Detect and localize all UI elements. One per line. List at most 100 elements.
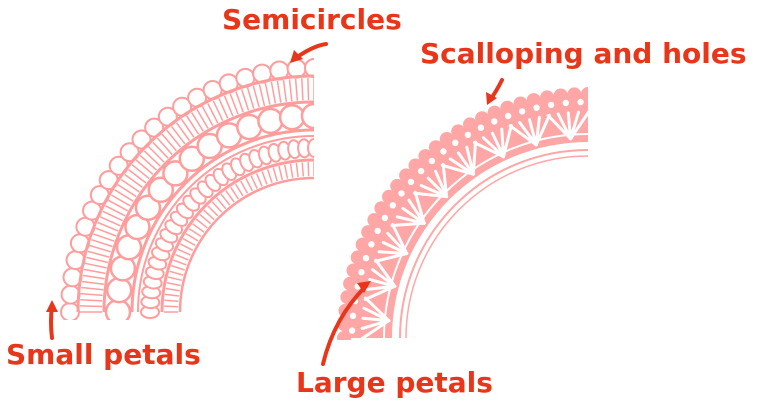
hatch-line (245, 177, 253, 192)
scallop (390, 178, 405, 193)
hatch-line (185, 232, 199, 242)
hatch-line (276, 80, 282, 103)
semicircle (131, 129, 152, 150)
hatch-line (175, 253, 189, 261)
hatch-line (272, 167, 278, 182)
hole (417, 167, 425, 175)
hatch-line (278, 165, 284, 180)
hole (389, 202, 396, 209)
hatch-line (301, 162, 305, 177)
scallop (355, 237, 370, 252)
scallop-cell (278, 103, 306, 131)
hatch-line (108, 199, 129, 212)
arrow-large-petals (321, 281, 371, 366)
scallop-cell (104, 298, 132, 320)
hatch-line (264, 82, 271, 105)
hatch-line (282, 79, 288, 102)
hatch-line (164, 305, 179, 308)
hole (381, 214, 389, 222)
hatch-line (117, 183, 137, 198)
hatch-line (212, 100, 224, 122)
hatch-line (89, 244, 111, 253)
hole (374, 227, 381, 235)
hole (562, 99, 569, 107)
arrow-icon (486, 92, 497, 105)
label-semicircles: Semicircles (222, 3, 402, 36)
hatch-line (80, 299, 103, 302)
hatch-line (84, 262, 107, 269)
hatch-line (240, 89, 250, 111)
hatch-line (289, 163, 294, 178)
arrow-icon (290, 50, 303, 63)
lace-ring (76, 74, 314, 313)
scallop (500, 100, 515, 115)
hatch-line (192, 223, 205, 233)
hatch-line (203, 209, 215, 221)
hatch-line (97, 221, 119, 232)
hole (533, 104, 540, 111)
hatch-line (127, 168, 147, 184)
scallop (439, 132, 454, 146)
scallop (399, 168, 414, 183)
hatch-line (170, 125, 186, 145)
hatch-line (294, 78, 299, 101)
hatch-line (173, 259, 187, 266)
hatch-line (225, 190, 235, 203)
scallop (382, 189, 396, 204)
arrow-semicircles (290, 42, 328, 63)
scallop-cell (105, 276, 133, 304)
lace-border-left (60, 58, 314, 320)
small-petal (307, 138, 314, 158)
hatch-line (252, 85, 260, 108)
scallop (487, 105, 502, 120)
hatch-line (175, 122, 191, 141)
hatch-line (270, 81, 277, 104)
scallop (475, 111, 490, 126)
hatch-line (95, 227, 117, 237)
hatch-line (307, 78, 310, 101)
hatch-line (102, 210, 124, 222)
hatch-line (81, 286, 104, 291)
hole (477, 124, 485, 131)
hatch-line (80, 292, 103, 297)
scallop (581, 87, 588, 101)
label-large-petals: Large petals (296, 366, 493, 399)
hole (504, 112, 512, 120)
scallop (513, 96, 528, 111)
lace-ring (399, 149, 588, 339)
hatch-line (185, 115, 200, 135)
scallop-cell (178, 145, 206, 173)
hole (407, 178, 415, 186)
lace-ring (405, 155, 588, 339)
scallop-cell (147, 176, 175, 204)
hatch-line (207, 103, 219, 124)
hatch-line (250, 175, 258, 189)
scallop (367, 213, 382, 227)
lace-border-right (337, 87, 588, 340)
hatch-line (164, 299, 179, 303)
arrow-icon (46, 300, 58, 312)
scallop (463, 117, 477, 132)
hole (577, 98, 584, 106)
scallop (337, 331, 351, 340)
hatch-line (235, 91, 244, 113)
semicircle (304, 58, 314, 78)
arrow-small-petals (46, 300, 58, 340)
label-small-petals: Small petals (6, 338, 201, 371)
hatch-line (93, 233, 115, 242)
scallop (428, 140, 443, 155)
hatch-line (201, 106, 214, 127)
hatch-line (99, 216, 121, 227)
hole (491, 118, 498, 125)
hole (440, 148, 447, 155)
lace-ring (102, 100, 314, 313)
hatch-line (240, 180, 249, 194)
hatch-line (188, 228, 202, 238)
semicircle (60, 302, 80, 320)
hatch-line (171, 264, 185, 271)
hatch-line (211, 201, 223, 213)
scallop (350, 250, 365, 265)
hatch-line (86, 256, 109, 264)
scallop-cell (134, 194, 162, 221)
